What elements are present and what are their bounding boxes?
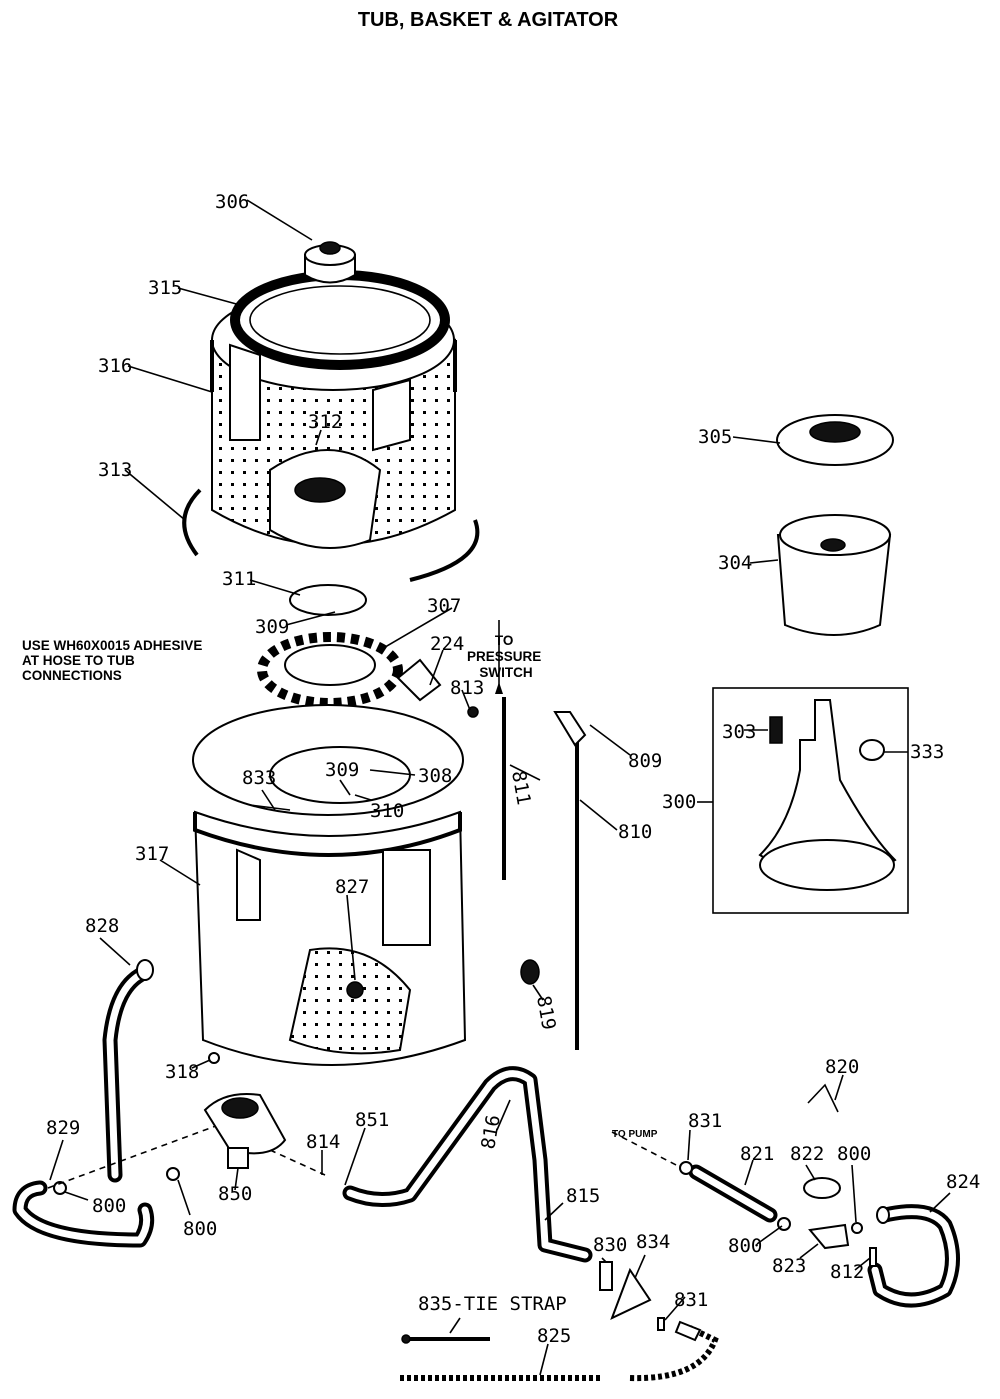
hoses-left-drawing: [12, 959, 326, 1248]
part-label: 831: [688, 1110, 722, 1132]
part-label: 835-TIE STRAP: [418, 1293, 567, 1315]
part-label: 312: [308, 411, 342, 433]
part-label: 824: [946, 1171, 980, 1193]
tie-strap-drawing: [400, 1320, 719, 1382]
part-label: 850: [218, 1183, 252, 1205]
part-label: 822: [790, 1143, 824, 1165]
part-label: 814: [306, 1131, 340, 1153]
part-label: 820: [825, 1056, 859, 1078]
part-label: 800: [837, 1143, 871, 1165]
pressure-switch-note: TO PRESSURE SWITCH: [467, 633, 545, 680]
ring-313-drawing: [182, 488, 480, 582]
part-label: 800: [183, 1218, 217, 1240]
gasket-311-drawing: [289, 584, 367, 616]
gear-307-drawing: [257, 632, 442, 708]
part-label: 315: [148, 277, 182, 299]
part-label: 333: [910, 741, 944, 763]
adhesive-note: USE WH60X0015 ADHESIVE AT HOSE TO TUB CO…: [22, 638, 206, 683]
part-label: 812: [830, 1261, 864, 1283]
part-label: 809: [628, 750, 662, 772]
part-label: 811: [507, 769, 535, 807]
part-label: 810: [618, 821, 652, 843]
part-labels: 306 315 316 312 313 311 309 307 224 813 …: [46, 191, 980, 1347]
part-label: 800: [728, 1235, 762, 1257]
tub-drawing: [192, 704, 467, 1066]
part-label: 834: [636, 1231, 670, 1253]
part-label: 828: [85, 915, 119, 937]
part-label: 829: [46, 1117, 80, 1139]
part-label: 224: [430, 633, 464, 655]
plug-318-drawing: [208, 1052, 220, 1064]
part-label: 313: [98, 459, 132, 481]
part-label: 318: [165, 1061, 199, 1083]
part-label: 305: [698, 426, 732, 448]
part-label: 819: [532, 994, 560, 1032]
hoses-right-drawing: [611, 1083, 960, 1308]
part-label: 306: [215, 191, 249, 213]
balance-ring-drawing: [230, 270, 450, 370]
part-label: 827: [335, 876, 369, 898]
part-label: 823: [772, 1255, 806, 1277]
part-label: 311: [222, 568, 256, 590]
hose-815-drawing: [342, 1066, 665, 1331]
agitator-300-box: [712, 687, 909, 914]
part-label: 309: [255, 616, 289, 638]
pump-850-drawing: [203, 1093, 287, 1169]
hub-nut-drawing: [304, 241, 356, 284]
part-label: 813: [450, 677, 484, 699]
part-label: 309: [325, 759, 359, 781]
part-label: 308: [418, 765, 452, 787]
part-label: 307: [427, 595, 461, 617]
agitator-304-drawing: [776, 514, 892, 636]
part-label: 800: [92, 1195, 126, 1217]
part-label: 816: [477, 1113, 505, 1151]
part-label: 303: [722, 721, 756, 743]
part-label: 815: [566, 1185, 600, 1207]
part-label: 831: [674, 1289, 708, 1311]
leader-lines: [49, 199, 951, 1376]
part-label: 310: [370, 800, 404, 822]
hoses-809-810-drawing: [502, 697, 587, 1050]
part-label: 316: [98, 355, 132, 377]
part-label: 821: [740, 1143, 774, 1165]
agitator-cap-305-drawing: [776, 414, 894, 466]
part-label: 317: [135, 843, 169, 865]
agitator-300-drawing: [758, 699, 897, 891]
part-label: 304: [718, 552, 752, 574]
to-pump-note: TO PUMP: [612, 1129, 658, 1140]
diagram-title: TUB, BASKET & AGITATOR: [358, 9, 619, 31]
part-label: 833: [242, 767, 276, 789]
part-label: 300: [662, 791, 696, 813]
part-label: 830: [593, 1234, 627, 1256]
part-label: 825: [537, 1325, 571, 1347]
part-label: 851: [355, 1109, 389, 1131]
